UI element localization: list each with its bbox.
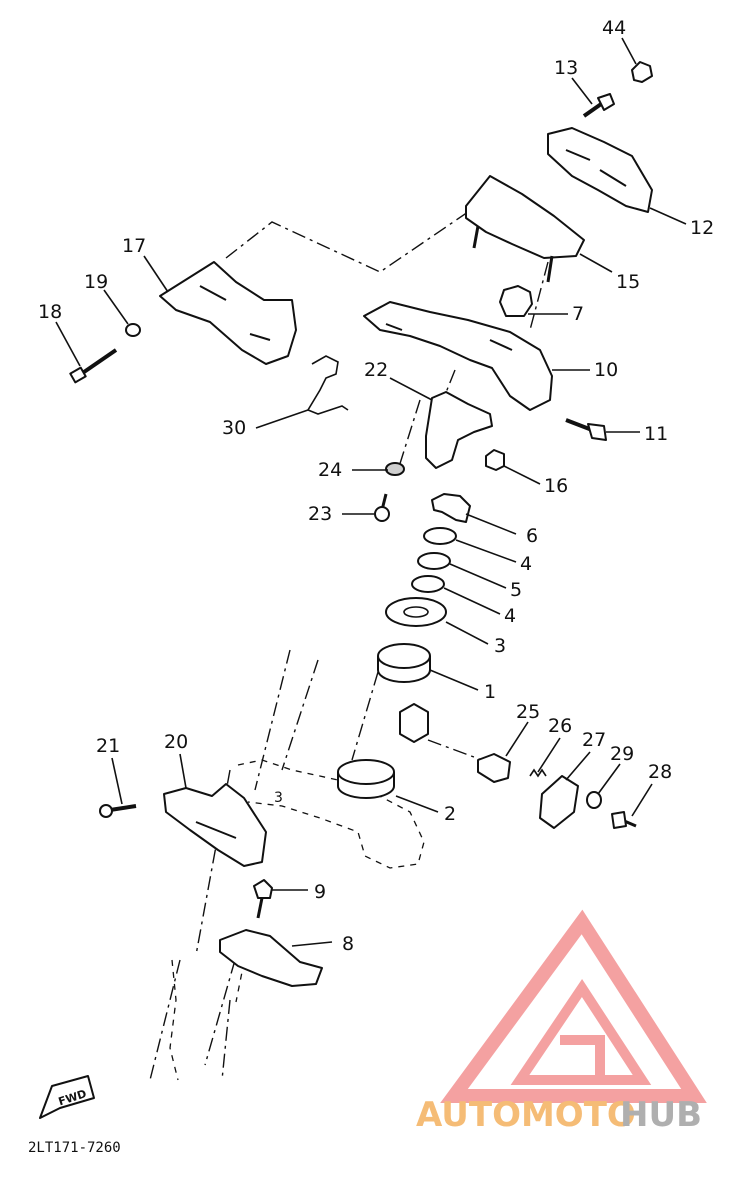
callout-29: 29	[610, 743, 634, 765]
callout-7: 7	[572, 303, 584, 325]
part-1-bearing-upper	[377, 643, 431, 683]
part-15-lower-holder	[465, 175, 585, 283]
leader-lines	[55, 37, 687, 947]
part-4-ring-nut-lower	[411, 575, 445, 593]
fwd-arrow: FWD	[39, 1075, 95, 1119]
callout-27: 27	[582, 729, 606, 751]
part-5-washer	[417, 552, 451, 570]
triangle-logo-icon	[440, 909, 707, 1103]
callout-2: 2	[444, 803, 456, 825]
callout-20: 20	[164, 731, 188, 753]
part-27-plate	[539, 775, 579, 829]
part-9-bolt	[253, 879, 273, 919]
diagram-part-number: 2LT171-7260	[28, 1140, 121, 1156]
part-12-upper-holder	[547, 127, 653, 213]
callout-17: 17	[122, 235, 146, 257]
callout-24: 24	[318, 459, 342, 481]
callout-19: 19	[84, 271, 108, 293]
part-8-guide-plate	[219, 929, 323, 987]
part-23-bolt	[374, 493, 390, 522]
part-16-collar	[485, 449, 505, 471]
part-25-lock-bolt	[477, 753, 511, 783]
automotohub-watermark: AUTOMOTO HUB	[416, 909, 707, 1135]
callout-12: 12	[690, 217, 714, 239]
part-4-ring-nut-upper	[423, 527, 457, 545]
watermark-text-hub: HUB	[620, 1095, 702, 1135]
callout-15: 15	[616, 271, 640, 293]
part-18-long-bolt	[69, 348, 118, 384]
callout-10: 10	[594, 359, 618, 381]
part-44-cap-nut	[631, 61, 653, 83]
part-11-bolt	[565, 418, 607, 441]
part-24-nut	[385, 462, 405, 476]
callout-21: 21	[96, 735, 120, 757]
callout-44: 44	[602, 17, 626, 39]
part-bushing	[399, 703, 429, 743]
callout-6: 6	[526, 525, 538, 547]
callout-18: 18	[38, 301, 62, 323]
part-13-bolt	[582, 93, 615, 118]
callout-13: 13	[554, 57, 578, 79]
callout-11: 11	[644, 423, 668, 445]
callout-26: 26	[548, 715, 572, 737]
part-19-washer	[125, 323, 141, 337]
part-3-bearing-cover	[385, 597, 447, 627]
callout-22: 22	[364, 359, 388, 381]
callout-5: 5	[510, 579, 522, 601]
part-6-lock-washer	[431, 493, 471, 523]
callout-25: 25	[516, 701, 540, 723]
callout-4b: 4	[504, 605, 516, 627]
callout-4a: 4	[520, 553, 532, 575]
callout-3: 3	[494, 635, 506, 657]
part-21-bolt	[99, 804, 137, 818]
part-20-stem-bracket	[163, 783, 267, 867]
part-26-spring	[529, 768, 547, 778]
callout-23: 23	[308, 503, 332, 525]
part-22-bracket	[425, 391, 493, 469]
callout-9: 9	[314, 881, 326, 903]
part-10-under-bracket	[363, 301, 553, 411]
callout-16: 16	[544, 475, 568, 497]
callout-3-stem: 3	[274, 790, 283, 806]
callout-1: 1	[484, 681, 496, 703]
part-17-handle-crown	[159, 261, 297, 365]
part-30-cable-guide	[306, 355, 349, 415]
part-7-rubber-cap	[499, 285, 533, 317]
part-28-screw	[611, 811, 637, 829]
part-2-bearing-lower	[337, 759, 395, 799]
callout-8: 8	[342, 933, 354, 955]
watermark-text-automoto: AUTOMOTO	[416, 1095, 636, 1135]
part-29-washer	[586, 791, 602, 809]
callout-28: 28	[648, 761, 672, 783]
callout-30: 30	[222, 417, 246, 439]
callout-labels: 44 13 12 15 17 19 18 7 10 30 22 11 24 16…	[38, 17, 714, 955]
